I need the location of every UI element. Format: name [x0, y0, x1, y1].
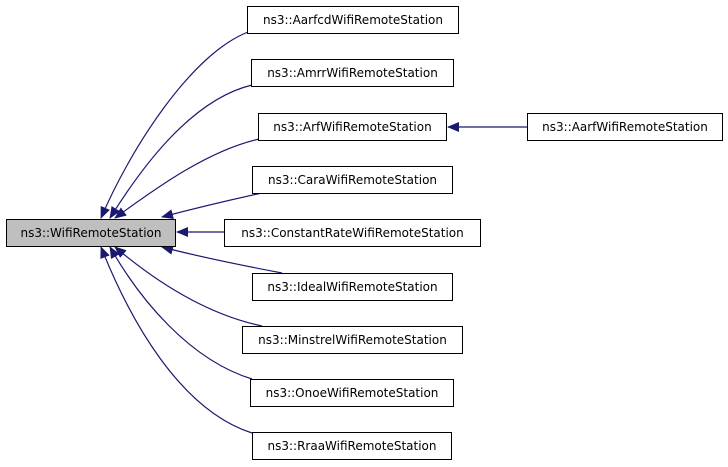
- node-minstrel-wifi-remote-station[interactable]: ns3::MinstrelWifiRemoteStation: [242, 326, 463, 354]
- node-cara-wifi-remote-station[interactable]: ns3::CaraWifiRemoteStation: [252, 166, 453, 194]
- edge-onoe: [109, 246, 253, 380]
- edge-amrr: [109, 84, 253, 219]
- edge-rraa: [100, 246, 253, 434]
- node-aarfcd-wifi-remote-station[interactable]: ns3::AarfcdWifiRemoteStation: [247, 6, 459, 34]
- node-rraa-wifi-remote-station[interactable]: ns3::RraaWifiRemoteStation: [252, 432, 452, 460]
- node-arf-wifi-remote-station[interactable]: ns3::ArfWifiRemoteStation: [258, 113, 447, 141]
- node-constantrate-wifi-remote-station[interactable]: ns3::ConstantRateWifiRemoteStation: [224, 219, 481, 247]
- edge-minstrel: [114, 246, 263, 327]
- node-onoe-wifi-remote-station[interactable]: ns3::OnoeWifiRemoteStation: [250, 379, 454, 407]
- edge-arf: [114, 138, 260, 219]
- node-amrr-wifi-remote-station[interactable]: ns3::AmrrWifiRemoteStation: [251, 59, 454, 87]
- node-ideal-wifi-remote-station[interactable]: ns3::IdealWifiRemoteStation: [252, 273, 453, 301]
- edge-cara: [161, 192, 263, 220]
- edge-ideal: [161, 244, 283, 274]
- node-wifi-remote-station: ns3::WifiRemoteStation: [6, 219, 176, 247]
- edge-aarfcd: [100, 31, 249, 219]
- node-aarf-wifi-remote-station[interactable]: ns3::AarfWifiRemoteStation: [527, 113, 723, 141]
